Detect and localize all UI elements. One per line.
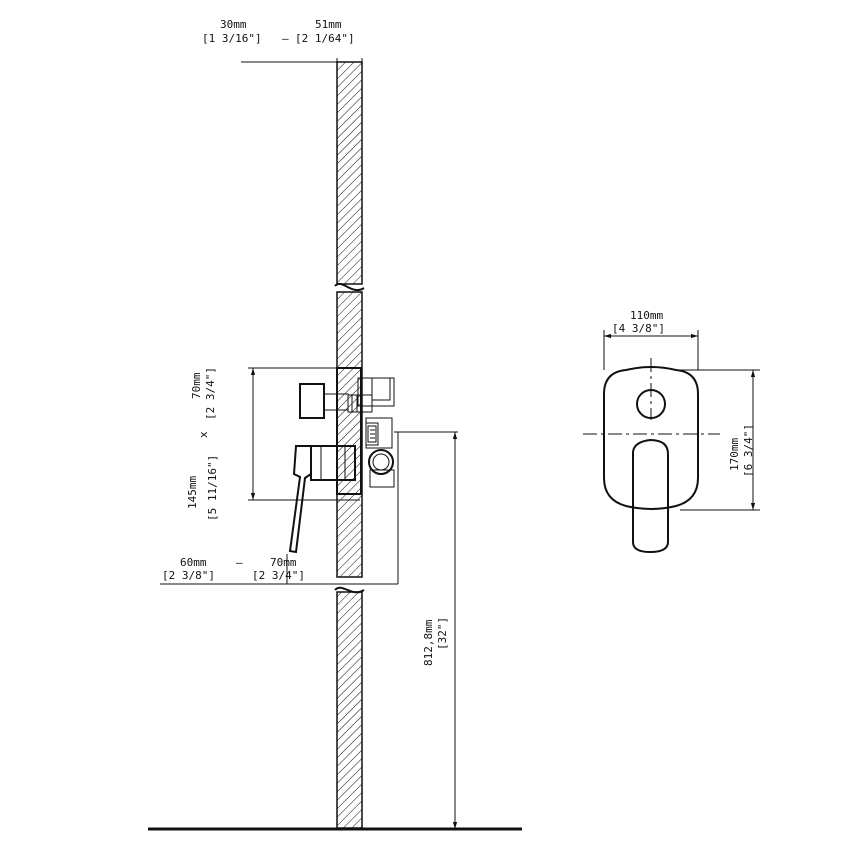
wall-break-upper bbox=[334, 283, 365, 291]
reach-separator: — bbox=[236, 556, 243, 569]
plate-height-mm: 170mm bbox=[728, 438, 741, 471]
wall-depth-in: [1 3/16"] bbox=[202, 32, 262, 45]
times-sign: x bbox=[197, 431, 210, 438]
wall-section bbox=[334, 61, 365, 829]
plate-width-mm: 110mm bbox=[630, 309, 663, 322]
top-dimension: 30mm [1 3/16"] — 51mm [2 1/64"] bbox=[202, 18, 363, 68]
lever-reach-mm: 60mm bbox=[180, 556, 207, 569]
rough-depth-mm: 51mm bbox=[315, 18, 342, 31]
wall-depth-mm: 30mm bbox=[220, 18, 247, 31]
left-height-dimension: 70mm [2 3/4"] x 145mm [5 11/16"] bbox=[186, 367, 360, 521]
body-height-mm: 145mm bbox=[186, 476, 199, 509]
valve-assembly-side bbox=[288, 367, 395, 554]
floor-height-mm: 812,8mm bbox=[422, 619, 435, 666]
body-depth-mm: 70mm bbox=[270, 556, 297, 569]
height-mm: 70mm bbox=[190, 372, 203, 399]
lever-reach-in: [2 3/8"] bbox=[162, 569, 215, 582]
wall-depth-separator: — bbox=[282, 32, 289, 45]
front-view-plate: 110mm [4 3/8"] 170mm [6 3/4"] bbox=[583, 309, 760, 554]
floor-height-dimension: 812,8mm [32"] bbox=[394, 431, 458, 829]
body-height-in: [5 11/16"] bbox=[206, 455, 219, 521]
wall-break-lower bbox=[334, 586, 365, 594]
plate-height-in: [6 3/4"] bbox=[742, 424, 755, 477]
floor-height-in: [32"] bbox=[436, 617, 449, 650]
height-in: [2 3/4"] bbox=[204, 367, 217, 420]
plate-width-in: [4 3/8"] bbox=[612, 322, 665, 335]
reach-dimension: 60mm [2 3/8"] — 70mm [2 3/4"] bbox=[160, 432, 399, 585]
body-depth-in: [2 3/4"] bbox=[252, 569, 305, 582]
rough-depth-in: [2 1/64"] bbox=[295, 32, 355, 45]
